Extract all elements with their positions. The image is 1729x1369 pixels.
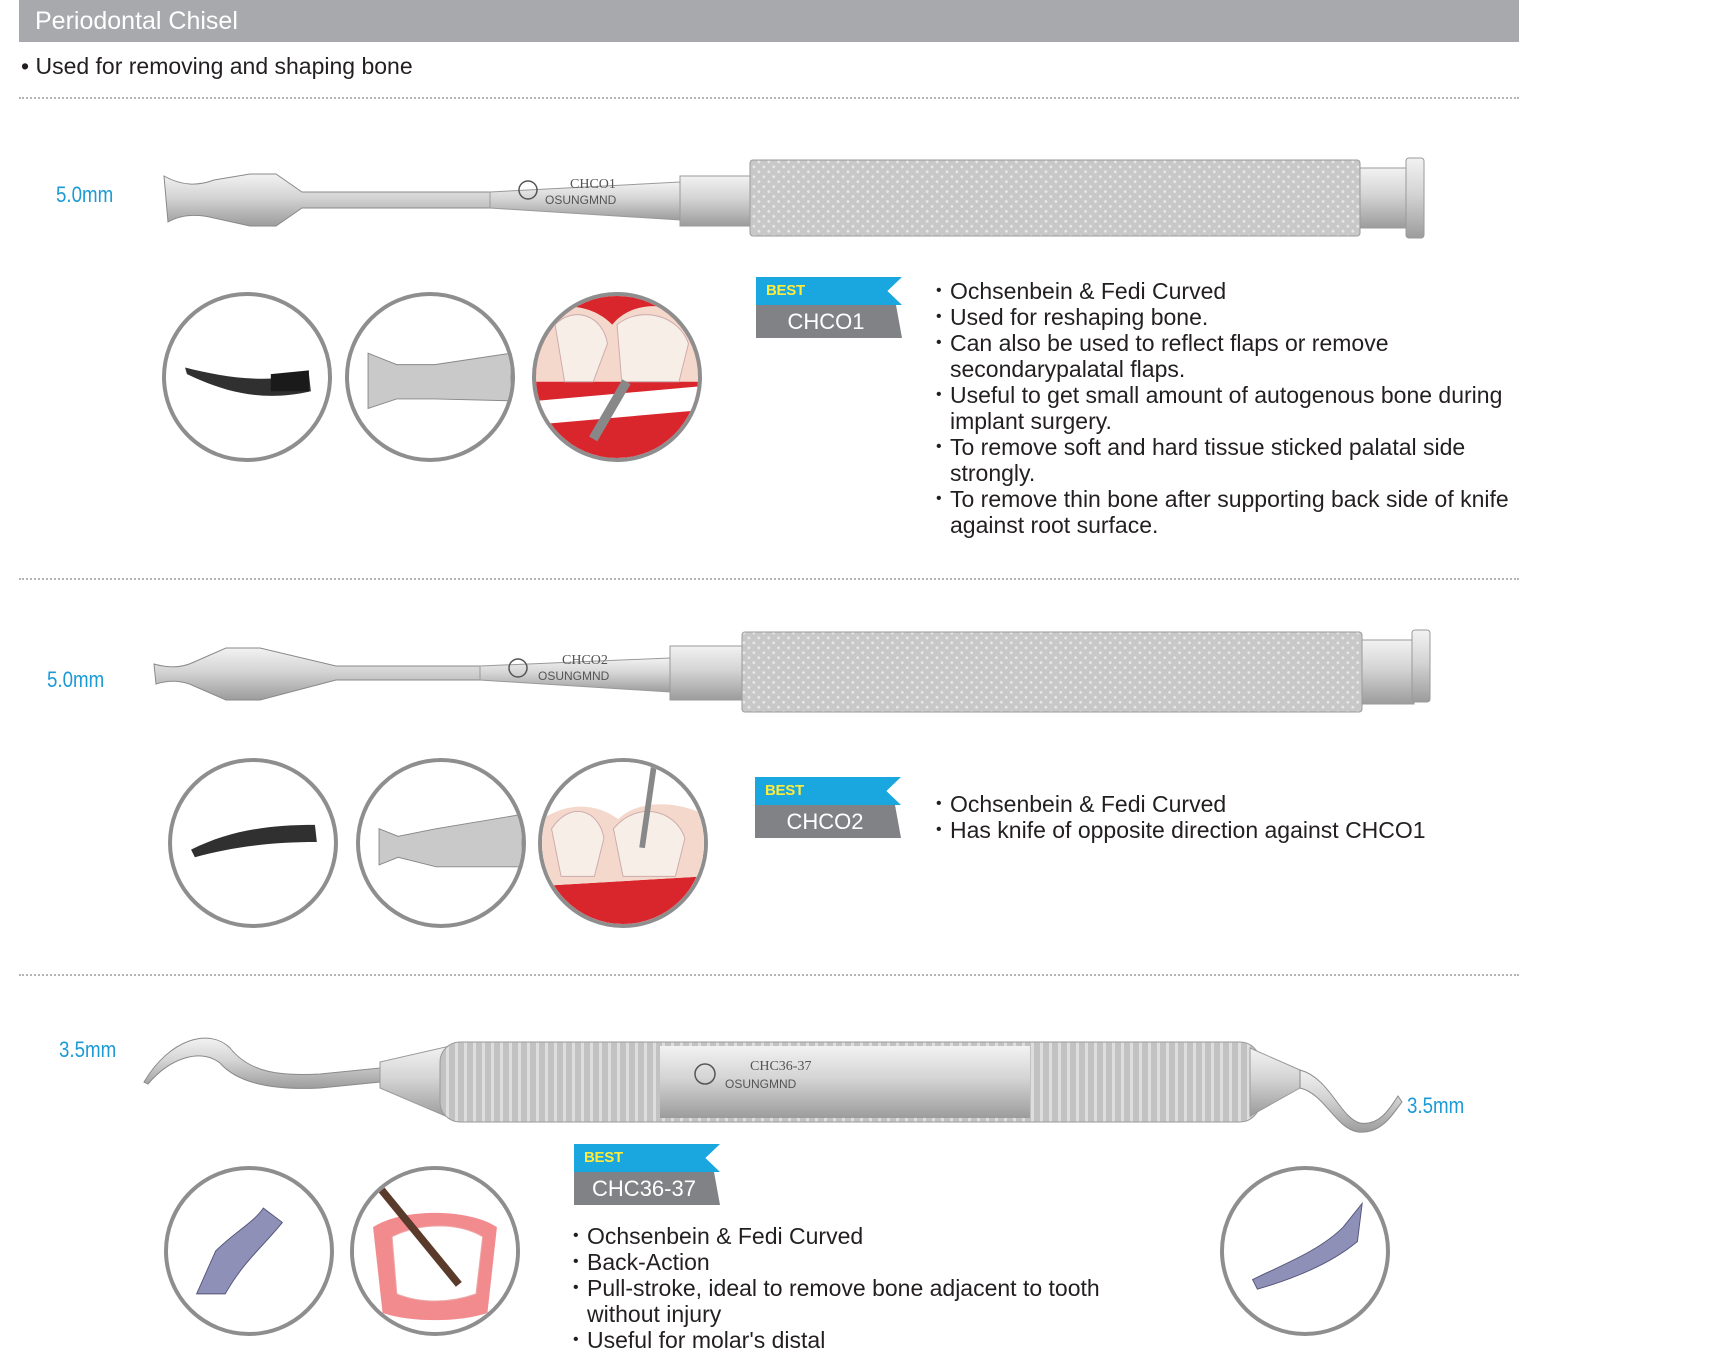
feature-item: Used for reshaping bone.: [936, 304, 1526, 330]
section-title: Periodontal Chisel: [19, 0, 1519, 42]
best-collection-badge: BEST COLLECTION CHC36-37: [574, 1144, 720, 1205]
tip-side-view-image: [164, 1166, 334, 1336]
tip-front-view-image: [345, 292, 515, 462]
badge-label: BEST COLLECTION: [756, 277, 902, 305]
feature-item: Ochsenbein & Fedi Curved: [936, 278, 1526, 304]
best-collection-badge: BEST COLLECTION CHCO2: [755, 777, 901, 838]
divider: [19, 578, 1519, 580]
dimension-label-left: 3.5mm: [59, 1037, 117, 1062]
feature-list: Ochsenbein & Fedi Curved Back-Action Pul…: [573, 1223, 1153, 1353]
engraving-brand: OSUNGMND: [725, 1077, 797, 1091]
product-code: CHC36-37: [574, 1172, 720, 1205]
feature-item: Useful to get small amount of autogenous…: [936, 382, 1526, 434]
badge-label: BEST COLLECTION: [574, 1144, 720, 1172]
best-collection-badge: BEST COLLECTION CHCO1: [756, 277, 902, 338]
engraving-code: CHCO1: [570, 177, 616, 192]
feature-item: Pull-stroke, ideal to remove bone adjace…: [573, 1275, 1153, 1327]
product-code: CHCO2: [755, 805, 901, 838]
feature-item: Has knife of opposite direction against …: [936, 817, 1526, 843]
engraving-brand: OSUNGMND: [545, 193, 617, 207]
product-code: CHCO1: [756, 305, 902, 338]
engraving-code: CHC36-37: [750, 1059, 811, 1074]
intro-text: Used for removing and shaping bone: [35, 53, 413, 79]
divider: [19, 97, 1519, 99]
dimension-label: 5.0mm: [56, 182, 114, 207]
clinical-use-illustration: [350, 1166, 520, 1336]
tip-side-view-image: [162, 292, 332, 462]
feature-item: Back-Action: [573, 1249, 1153, 1275]
double-ended-chisel-image: CHC36-37 OSUNGMND: [143, 1037, 1403, 1133]
feature-item: Can also be used to reflect flaps or rem…: [936, 330, 1526, 382]
dimension-label: 5.0mm: [47, 667, 105, 692]
chisel-instrument-image: CHCO1 OSUNGMND: [163, 157, 1425, 239]
feature-item: To remove thin bone after supporting bac…: [936, 486, 1526, 538]
feature-item: Ochsenbein & Fedi Curved: [936, 791, 1526, 817]
clinical-use-illustration: [532, 292, 702, 462]
feature-item: Useful for molar's distal: [573, 1327, 1153, 1353]
dimension-label-right: 3.5mm: [1407, 1093, 1465, 1118]
tip-front-view-image: [356, 758, 526, 928]
tip-side-view-image-right: [1220, 1166, 1390, 1336]
clinical-use-illustration: [538, 758, 708, 928]
feature-list: Ochsenbein & Fedi Curved Used for reshap…: [936, 278, 1526, 538]
tip-side-view-image: [168, 758, 338, 928]
feature-item: To remove soft and hard tissue sticked p…: [936, 434, 1526, 486]
divider: [19, 974, 1519, 976]
feature-item: Ochsenbein & Fedi Curved: [573, 1223, 1153, 1249]
engraving-code: CHCO2: [562, 653, 608, 668]
chisel-instrument-image: CHCO2 OSUNGMND: [153, 629, 1431, 713]
engraving-brand: OSUNGMND: [538, 669, 610, 683]
section-intro: • Used for removing and shaping bone: [21, 53, 413, 79]
feature-list: Ochsenbein & Fedi Curved Has knife of op…: [936, 791, 1526, 843]
badge-label: BEST COLLECTION: [755, 777, 901, 805]
